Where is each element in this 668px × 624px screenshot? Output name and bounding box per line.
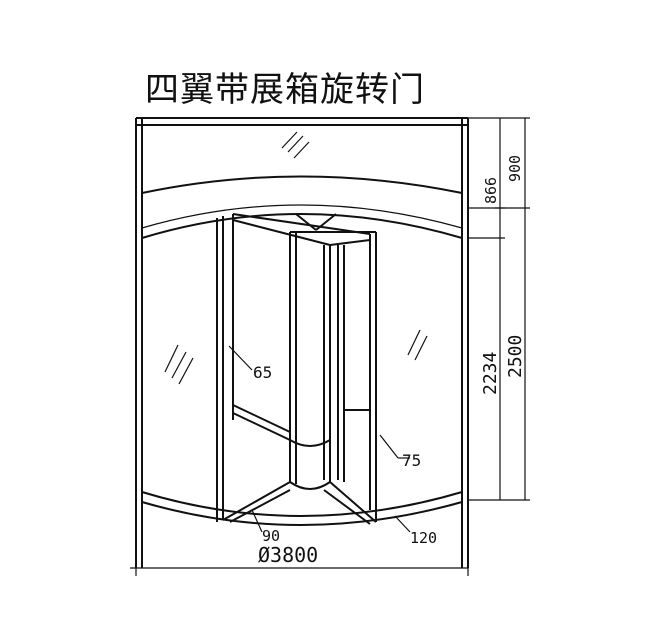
dimension-lines xyxy=(130,117,530,576)
dim-canopy-height: 900 xyxy=(506,155,524,182)
dim-wing-frame: 65 xyxy=(253,363,272,382)
dim-door-height: 2500 xyxy=(505,335,526,378)
glass-hatch-icon xyxy=(164,131,428,385)
dim-outer-frame: 120 xyxy=(410,529,437,547)
leader-lines xyxy=(228,345,411,533)
dim-door-inner: 2234 xyxy=(480,352,501,395)
canopy xyxy=(141,175,463,526)
diagram-title: 四翼带展箱旋转门 xyxy=(145,70,425,110)
dim-wing-frame-2: 75 xyxy=(402,451,421,470)
dim-diameter: Ø3800 xyxy=(258,543,318,567)
revolving-wings xyxy=(216,213,377,525)
dim-canopy-inner: 866 xyxy=(482,177,500,204)
dim-bottom-frame: 90 xyxy=(262,527,280,545)
